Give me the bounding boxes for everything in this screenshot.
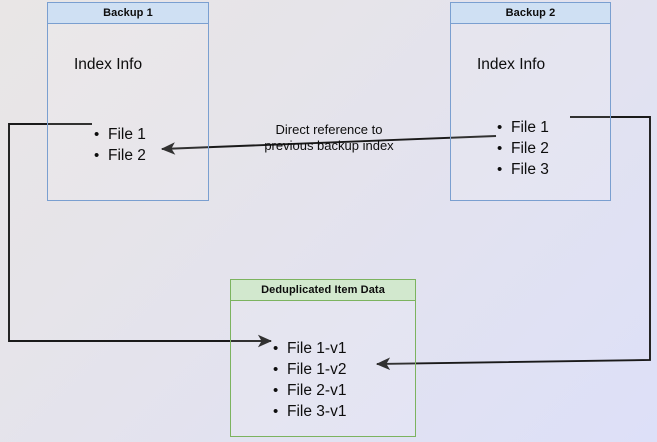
list-item: File 2 xyxy=(94,145,146,166)
node-backup-2-index-info-label: Index Info xyxy=(477,56,546,73)
list-item: File 1 xyxy=(94,124,146,145)
node-deduplicated-item-data-list: File 1-v1 File 1-v2 File 2-v1 File 3-v1 xyxy=(273,338,346,422)
connector-caption-direct-reference: Direct reference to previous backup inde… xyxy=(248,122,410,154)
caption-line-2: previous backup index xyxy=(264,138,394,153)
node-backup-2-header: Backup 2 xyxy=(451,3,610,24)
node-deduplicated-item-data-header: Deduplicated Item Data xyxy=(231,280,415,301)
node-backup-2-file-list: File 1 File 2 File 3 xyxy=(497,117,549,180)
node-backup-1-index-info-label: Index Info xyxy=(74,56,143,73)
node-backup-2-body: Index Info File 1 File 2 File 3 xyxy=(451,24,610,200)
node-backup-2[interactable]: Backup 2 Index Info File 1 File 2 File 3 xyxy=(450,2,611,201)
list-item: File 2-v1 xyxy=(273,380,346,401)
node-backup-1-file-list: File 1 File 2 xyxy=(94,124,146,166)
list-item: File 3-v1 xyxy=(273,401,346,422)
list-item: File 2 xyxy=(497,138,549,159)
node-backup-1-body: Index Info File 1 File 2 xyxy=(48,24,208,200)
caption-line-1: Direct reference to xyxy=(275,122,383,137)
list-item: File 3 xyxy=(497,159,549,180)
list-item: File 1-v2 xyxy=(273,359,346,380)
list-item: File 1 xyxy=(497,117,549,138)
list-item: File 1-v1 xyxy=(273,338,346,359)
node-deduplicated-item-data-body: File 1-v1 File 1-v2 File 2-v1 File 3-v1 xyxy=(231,301,415,436)
node-backup-1[interactable]: Backup 1 Index Info File 1 File 2 xyxy=(47,2,209,201)
node-backup-1-header: Backup 1 xyxy=(48,3,208,24)
node-deduplicated-item-data[interactable]: Deduplicated Item Data File 1-v1 File 1-… xyxy=(230,279,416,437)
